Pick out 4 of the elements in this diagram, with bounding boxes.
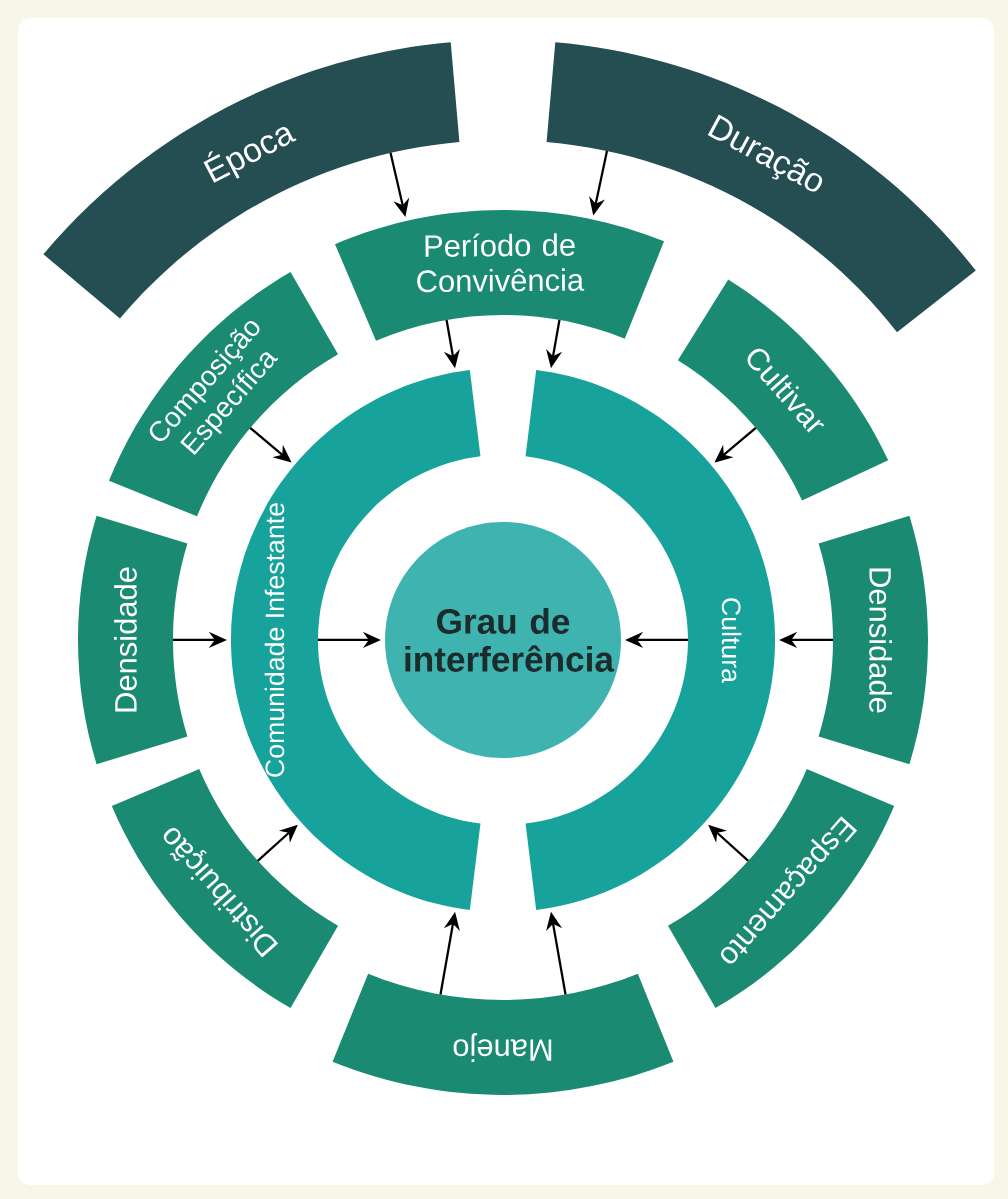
arc-segment: Período de Convivência bbox=[335, 210, 665, 341]
arc-segment: Densidade bbox=[818, 515, 928, 765]
arc-segment: Densidade bbox=[78, 515, 188, 765]
arc-segment: Manejo bbox=[332, 973, 674, 1095]
